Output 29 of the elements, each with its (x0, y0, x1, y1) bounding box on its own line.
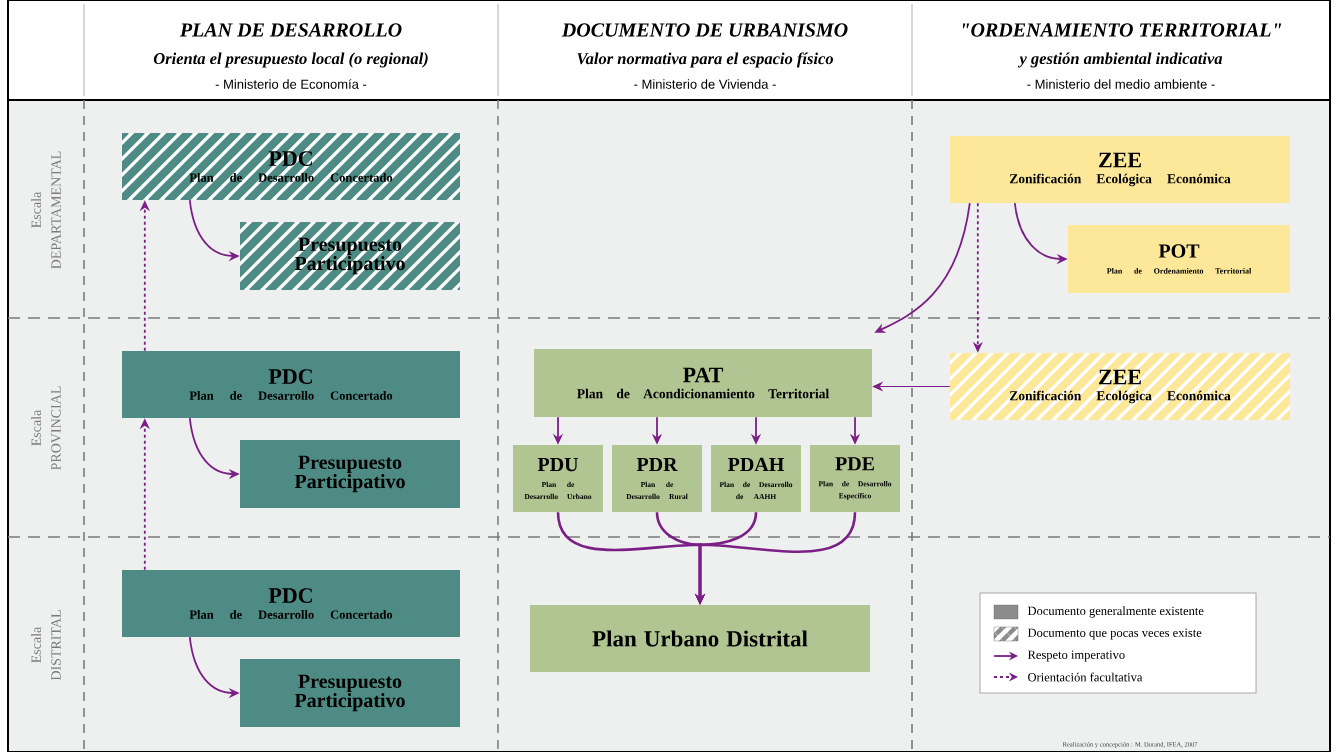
scale-label: Escala (31, 191, 41, 228)
arrow (872, 382, 951, 391)
hatched-document-box: ZEE Zonificación Ecológica Económica (950, 353, 1290, 420)
document-box: POT Plan de Ordenamiento Territorial (1068, 225, 1290, 293)
legend-text: Documento generalmente existente (1027, 606, 1204, 618)
document-box: PDC Plan de Desarrollo Concertado (122, 351, 460, 418)
document-box: PAT Plan de Acondicionamiento Territorial (534, 349, 872, 417)
document-box: Presupuesto Participativo (240, 659, 460, 727)
ministry-label: - Ministerio del medio ambiente - (1027, 79, 1215, 89)
document-box: Presupuesto Participativo (240, 440, 460, 508)
legend-text: Orientación facultativa (1028, 672, 1143, 682)
scale-label: PROVINCIAL (51, 386, 61, 470)
column-heading: DOCUMENTO DE URBANISMO (561, 23, 848, 37)
scale-label: DEPARTAMENTAL (51, 151, 61, 269)
legend-text: Documento que pocas veces existe (1027, 628, 1202, 640)
column-heading: "ORDENAMIENTO TERRITORIAL" (963, 23, 1282, 37)
document-box: Plan Urbano Distrital (530, 605, 870, 672)
scale-label: DISTRITAL (51, 610, 61, 681)
scale-label: Escala (31, 409, 41, 446)
document-box: PDC Plan de Desarrollo Concertado (122, 570, 460, 637)
column-heading: PLAN DE DESARROLLO (179, 23, 402, 37)
column-subheading: y gestión ambiental indicativa (1017, 52, 1223, 68)
column-subheading: Orienta el presupuesto local (o regional) (153, 52, 428, 68)
document-box: ZEE Zonificación Ecológica Económica (950, 136, 1290, 203)
ministry-label: - Ministerio de Vivienda - (634, 79, 776, 89)
column-subheading: Valor normativa para el espacio físico (577, 52, 833, 68)
scale-label: Escala (31, 626, 41, 663)
legend-text: Respeto imperativo (1027, 650, 1125, 662)
ministry-label: - Ministerio de Economía - (215, 79, 367, 89)
